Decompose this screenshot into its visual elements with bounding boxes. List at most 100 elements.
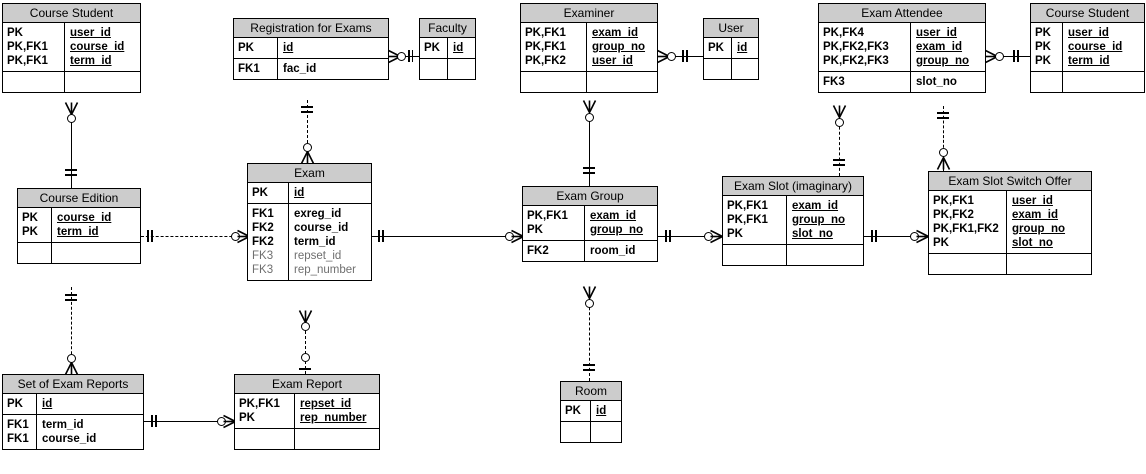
rel-exam-examgroup xyxy=(372,236,522,237)
attribute-cell: exam_id xyxy=(590,210,637,222)
circle-examreport-top xyxy=(300,352,310,362)
key-cell: PK xyxy=(238,42,254,54)
key-column: PK xyxy=(420,38,448,58)
attribute-cell: exam_id xyxy=(916,41,963,53)
attribute-column: id xyxy=(448,38,475,58)
crows-foot-exam-top xyxy=(300,150,315,165)
bar-courseedition-a xyxy=(65,169,77,171)
attribute-cell: rep_number xyxy=(294,264,357,276)
entity-section-2-room xyxy=(561,422,621,442)
key-cell: FK2 xyxy=(252,236,274,248)
bar-courseedition-b xyxy=(65,174,77,176)
attribute-cell: fac_id xyxy=(283,63,317,75)
key-column xyxy=(1031,72,1063,92)
entity-title-exam-slot-switch-offer: Exam Slot Switch Offer xyxy=(929,172,1091,191)
entity-section-2-registration-for-exams: FK1 fac_id xyxy=(234,59,388,79)
key-cell xyxy=(708,62,728,76)
attribute-cell xyxy=(453,62,471,76)
entity-title-registration-for-exams: Registration for Exams xyxy=(234,19,388,38)
key-cell: PK,FK2 xyxy=(933,209,974,221)
bar-examslot-top-a xyxy=(833,159,845,161)
attribute-cell: term_id xyxy=(1068,55,1110,67)
attribute-column: id xyxy=(278,38,388,58)
key-cell: PK,FK2 xyxy=(525,55,566,67)
circle-examgroup-top xyxy=(584,112,594,122)
key-cell: FK2 xyxy=(527,245,549,257)
bar-exam-top-b xyxy=(301,111,313,113)
key-cell: FK1 xyxy=(238,63,260,75)
bar-courseedition-bottom-b xyxy=(65,299,77,301)
key-cell xyxy=(1035,75,1059,89)
attribute-cell xyxy=(70,75,136,89)
circle-examgroup-bottom xyxy=(584,298,594,308)
circle-courseedition-top xyxy=(66,113,76,123)
key-cell xyxy=(933,257,1003,271)
rel-examiner-examgroup xyxy=(589,101,590,186)
bar-examslot-top-b xyxy=(833,164,845,166)
attribute-cell: slot_no xyxy=(916,76,957,88)
key-cell xyxy=(525,75,583,89)
entity-section-2-course-student-top-left xyxy=(3,72,140,92)
attribute-cell: exam_id xyxy=(792,200,839,212)
bar-courseedition-right-b xyxy=(151,230,153,242)
key-cell xyxy=(22,246,48,260)
entity-section-2-user xyxy=(704,59,758,79)
bar-faculty-b xyxy=(411,50,414,62)
bar-room-a xyxy=(583,364,595,366)
bar-examreport-top xyxy=(299,368,311,370)
crows-foot-attendee-bottom-left xyxy=(832,104,847,119)
key-cell: PK xyxy=(1035,41,1051,53)
bar-examslot-right-b xyxy=(875,230,877,242)
key-cell xyxy=(7,75,61,89)
entity-title-faculty: Faculty xyxy=(420,19,475,38)
key-cell: PK xyxy=(1035,55,1051,67)
attribute-column xyxy=(591,422,621,442)
attribute-cell: group_no xyxy=(590,224,644,236)
rel-attendee-coursestudent xyxy=(986,56,1030,57)
key-column xyxy=(929,254,1007,274)
bar-room-b xyxy=(583,369,595,371)
attribute-cell xyxy=(1012,257,1087,271)
entity-title-user: User xyxy=(704,19,758,38)
attribute-cell: group_no xyxy=(1012,223,1066,235)
key-column xyxy=(3,72,65,92)
attribute-cell: room_id xyxy=(590,245,636,257)
key-cell: PK,FK2,FK3 xyxy=(823,55,889,67)
key-cell: PK xyxy=(565,405,581,417)
key-column xyxy=(521,72,587,92)
rel-courseedition-exam xyxy=(141,236,247,237)
key-cell: PK xyxy=(252,187,268,199)
